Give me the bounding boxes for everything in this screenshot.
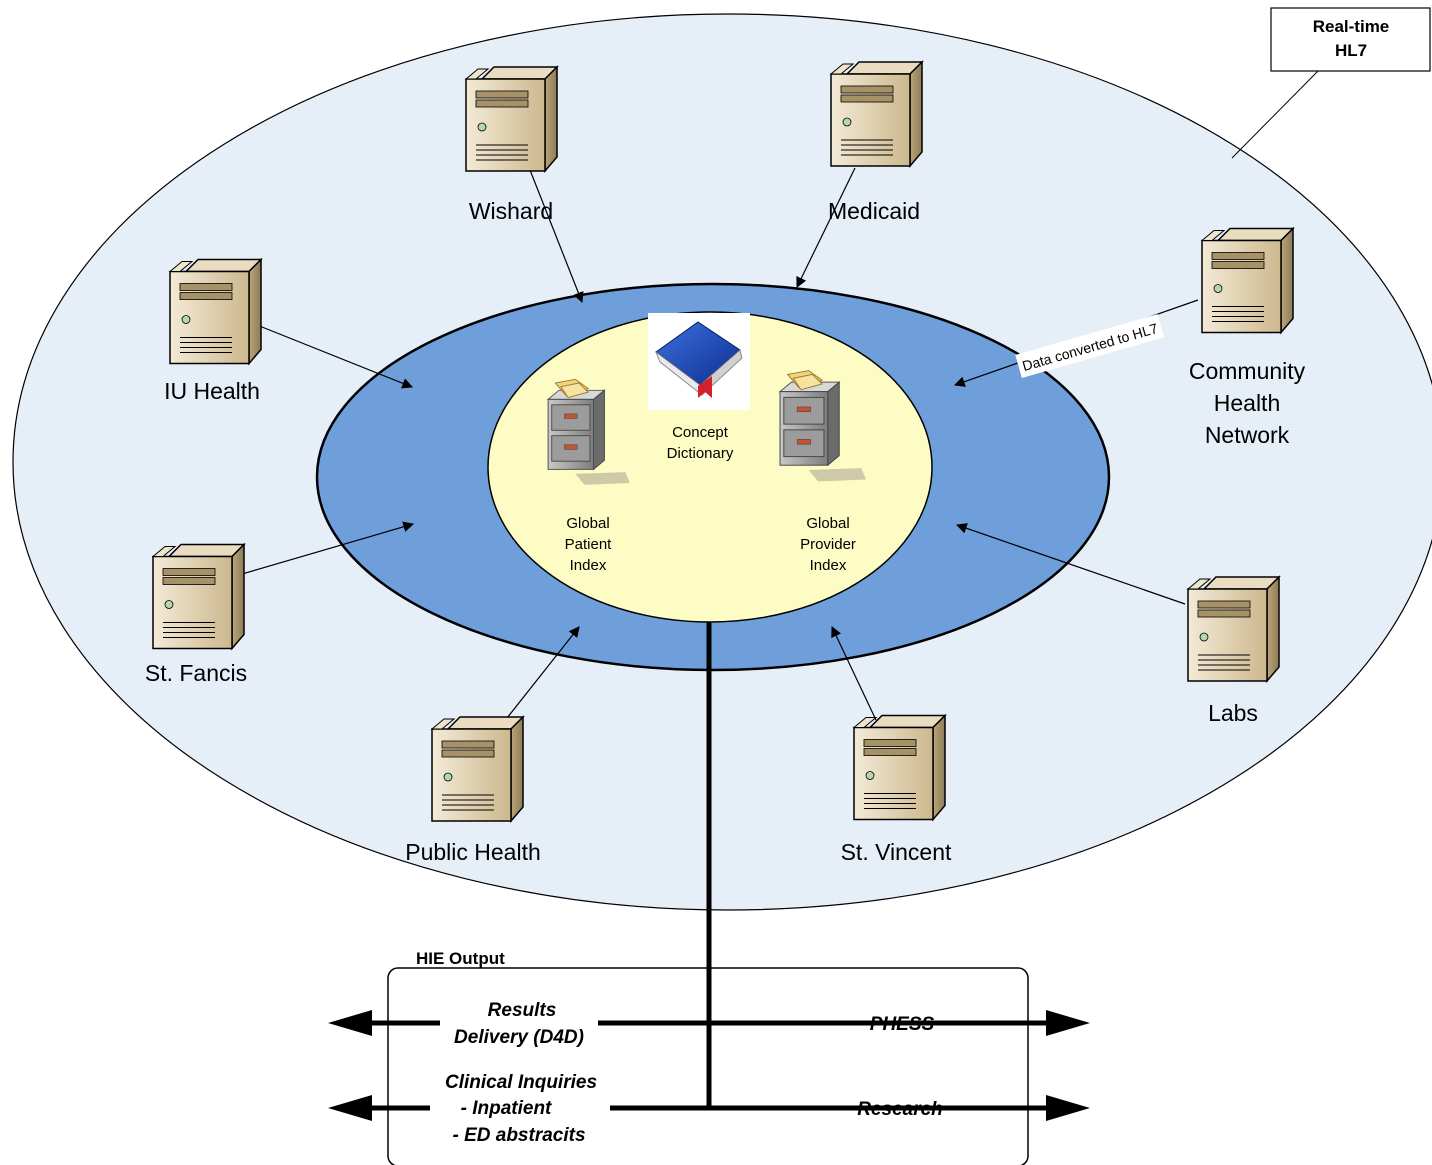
st-francis-server-icon	[152, 543, 245, 650]
community-label-line2: Health	[1214, 390, 1280, 416]
labs-server-icon	[1187, 576, 1280, 682]
st-francis-label: St. Fancis	[145, 660, 247, 686]
arrow-labs	[955, 523, 1186, 605]
concept-dictionary-label-line2: Dictionary	[667, 445, 734, 462]
arrow-st-francis	[241, 521, 415, 575]
output-arrows	[328, 1010, 1090, 1121]
medicaid-label: Medicaid	[828, 198, 920, 224]
community-label-line1: Community	[1189, 358, 1306, 384]
public-health-label: Public Health	[405, 839, 541, 865]
community-label-line3: Network	[1205, 422, 1290, 448]
arrow-public-health	[506, 626, 580, 719]
real-time-hl7-box: Real-time HL7	[1270, 7, 1431, 72]
provider-index-label-line1: Global	[806, 515, 849, 532]
community-health-server-icon	[1201, 227, 1294, 334]
st-vincent-server-icon	[853, 714, 946, 821]
wishard-label: Wishard	[469, 198, 553, 224]
patient-index-label-line3: Index	[570, 557, 607, 574]
labs-label: Labs	[1208, 700, 1258, 726]
real-time-label-line1: Real-time	[1313, 17, 1390, 36]
arrow-wishard	[529, 169, 584, 304]
patient-index-label-line1: Global	[566, 515, 609, 532]
phess-label: PHESS	[870, 1014, 935, 1035]
concept-dictionary-label-line1: Concept	[672, 424, 729, 441]
clinical-inquiries-label-line1: Clinical Inquiries	[445, 1072, 597, 1093]
provider-index-label-line2: Provider	[800, 536, 856, 553]
clinical-inquiries-label-line3: - ED abstracits	[452, 1125, 585, 1146]
arrow-st-vincent	[831, 626, 877, 721]
research-label: Research	[857, 1099, 943, 1120]
arrow-medicaid	[796, 167, 856, 288]
wishard-server-icon	[465, 66, 558, 172]
clinical-inquiries-label-line2: - Inpatient	[461, 1098, 552, 1119]
real-time-label-line2: HL7	[1335, 41, 1367, 60]
hie-output-title: HIE Output	[416, 949, 505, 968]
real-time-callout-line	[1231, 70, 1319, 159]
provider-index-label-line3: Index	[810, 557, 847, 574]
medicaid-server-icon	[830, 61, 923, 167]
patient-index-label-line2: Patient	[565, 536, 613, 553]
public-health-server-icon	[431, 716, 524, 822]
arrow-iu-health	[256, 324, 414, 389]
iu-health-label: IU Health	[164, 378, 260, 404]
results-delivery-label-line1: Results	[488, 1000, 557, 1021]
results-delivery-label-line2: Delivery (D4D)	[454, 1027, 584, 1048]
st-vincent-label: St. Vincent	[841, 839, 952, 865]
concept-dictionary-book-icon	[648, 313, 750, 410]
iu-health-server-icon	[169, 258, 262, 365]
